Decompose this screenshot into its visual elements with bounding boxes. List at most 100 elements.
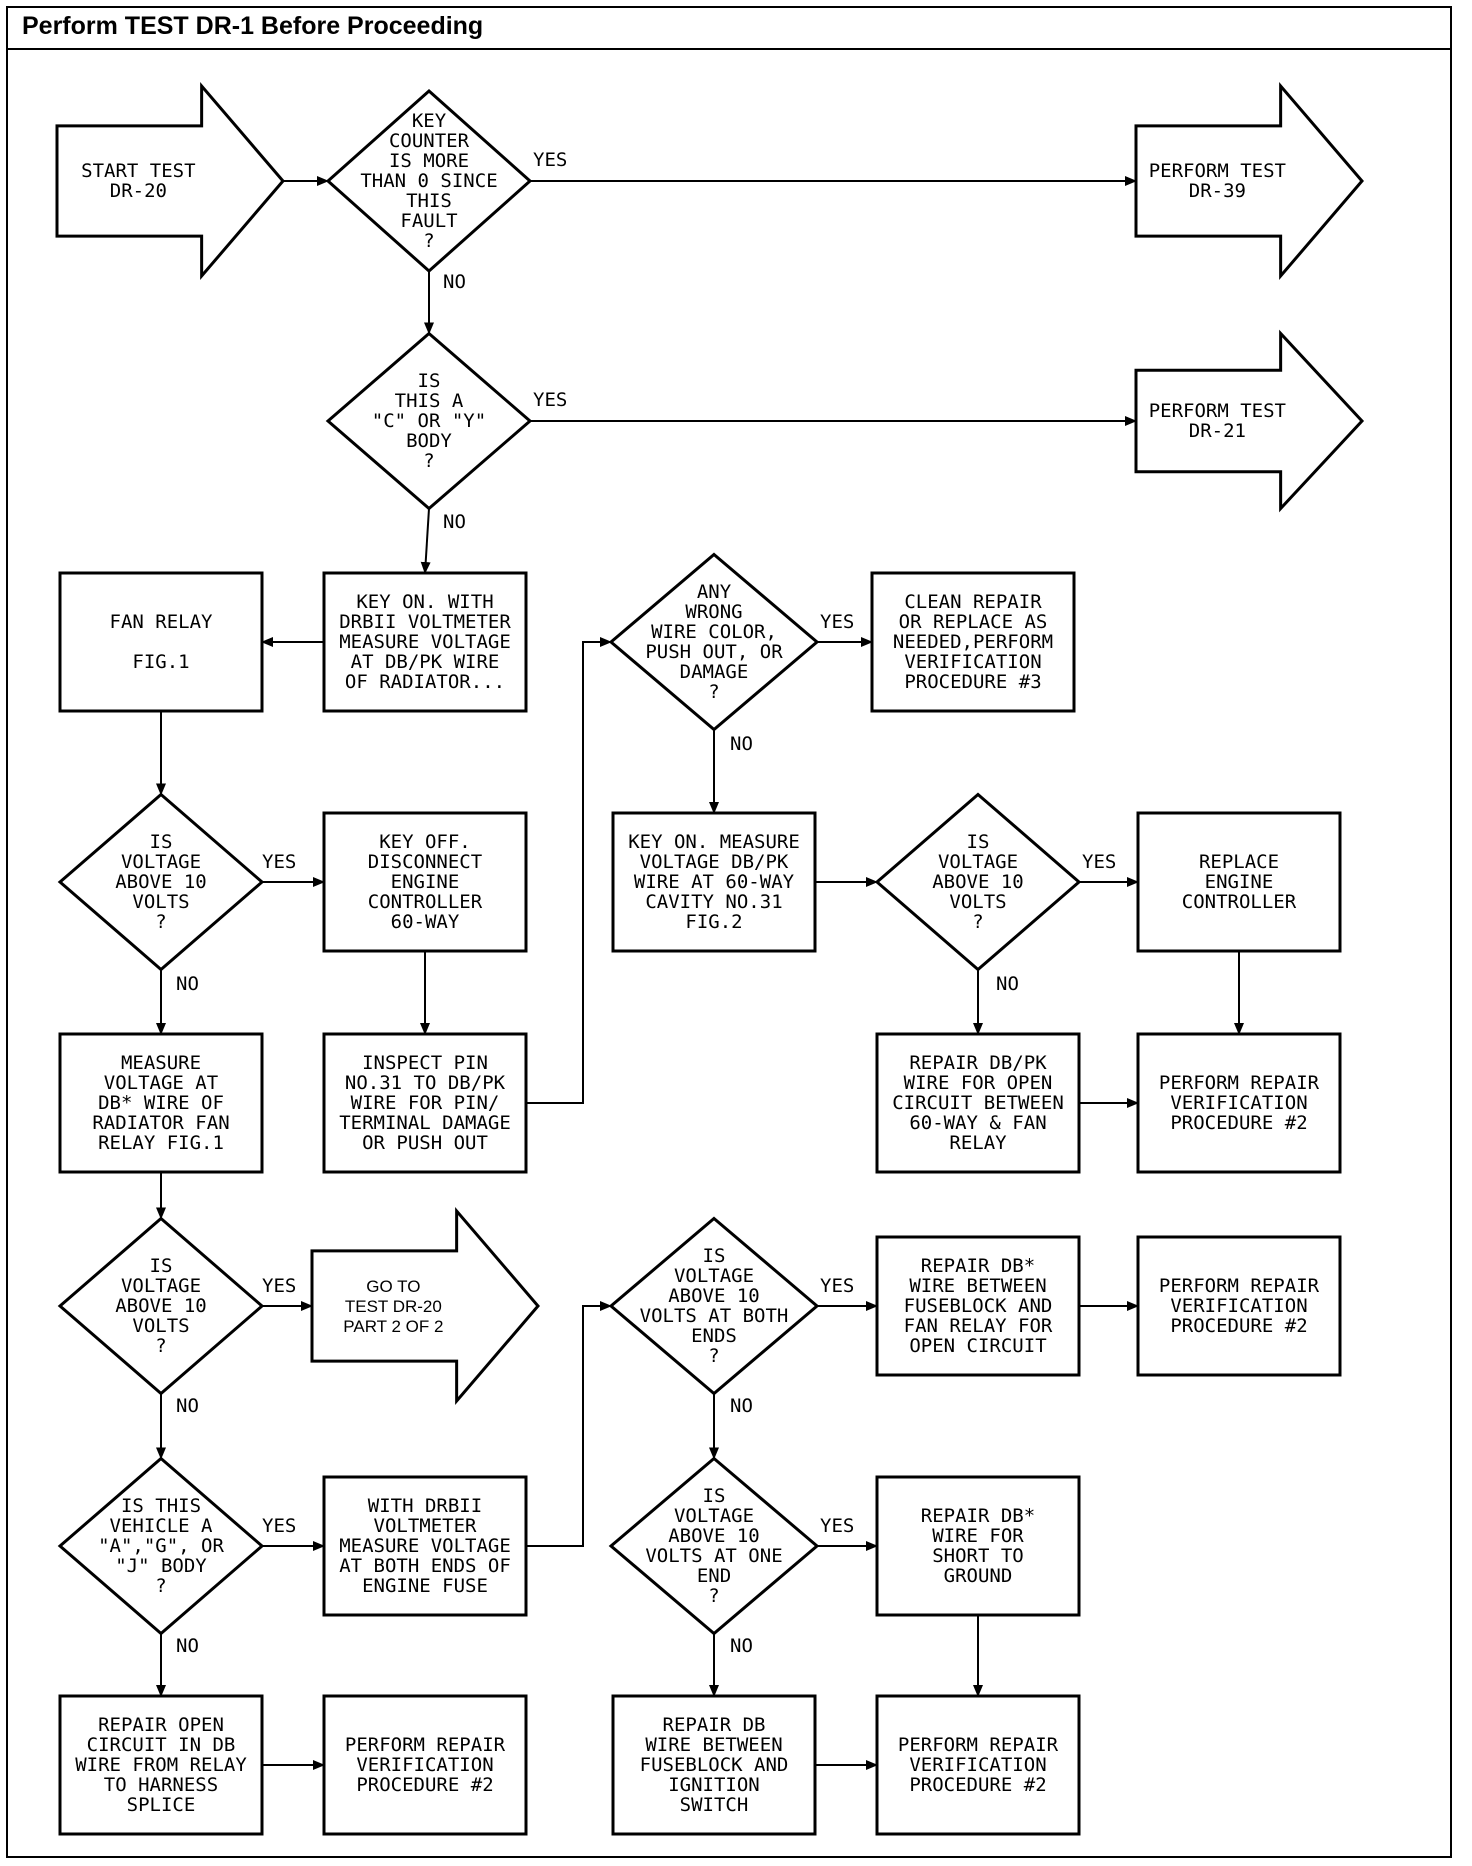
decision-diamond xyxy=(57,1456,265,1636)
connector-arrow xyxy=(526,637,612,1104)
node-label-line: THAN 0 SINCE xyxy=(360,170,497,192)
node-label-line: FAULT xyxy=(400,210,457,232)
node-label-line: ABOVE 10 xyxy=(932,871,1024,893)
node-label-line: KEY ON. WITH xyxy=(356,591,493,613)
node-label-line: ? xyxy=(155,1575,166,1597)
yes-label: YES xyxy=(262,1515,296,1537)
process-box xyxy=(322,571,528,713)
node-label-line: VERIFICATION xyxy=(904,651,1041,673)
node-label-line: PERFORM REPAIR xyxy=(345,1734,506,1756)
node-label-line: NO.31 TO DB/PK xyxy=(345,1072,506,1094)
node-label-line: VOLTAGE xyxy=(674,1505,754,1527)
node-label-line: MEASURE VOLTAGE xyxy=(339,631,511,653)
node-label-line: WIRE FROM RELAY xyxy=(75,1754,247,1776)
node-label-line: PUSH OUT, OR xyxy=(645,641,783,663)
node-label-line: ABOVE 10 xyxy=(115,871,207,893)
node-label-line: ? xyxy=(423,450,434,472)
yes-label: YES xyxy=(820,611,854,633)
node-label-line: IS xyxy=(418,370,441,392)
node-label-line: WIRE BETWEEN xyxy=(909,1275,1046,1297)
node-label-line: CAVITY NO.31 xyxy=(645,891,782,913)
node-label-line: ? xyxy=(155,1335,166,1357)
yes-label: YES xyxy=(820,1515,854,1537)
node-label-line: TERMINAL DAMAGE xyxy=(339,1112,511,1134)
node-label-line: 60-WAY xyxy=(391,911,460,933)
node-label-line: ENDS xyxy=(691,1325,737,1347)
decision-diamond xyxy=(57,1216,265,1396)
no-label: NO xyxy=(176,1635,199,1657)
terminal-arrow xyxy=(55,81,285,281)
process-box xyxy=(870,571,1076,713)
node-label-line: IS xyxy=(150,831,173,853)
process-box xyxy=(1136,811,1342,953)
process-box xyxy=(322,811,528,953)
node-label-line: GO TO xyxy=(366,1277,420,1296)
node-label-line: WIRE FOR PIN/ xyxy=(351,1092,500,1114)
outer-frame xyxy=(6,6,1452,1858)
no-label: NO xyxy=(443,511,466,533)
node-label-line: REPAIR DB xyxy=(663,1714,766,1736)
node-label-line: ? xyxy=(155,911,166,933)
node-label-line: CONTROLLER xyxy=(1182,891,1297,913)
no-label: NO xyxy=(443,271,466,293)
node-label-line: VERIFICATION xyxy=(356,1754,493,1776)
node-label-line: VOLTAGE xyxy=(938,851,1018,873)
node-label-line: DISCONNECT xyxy=(368,851,482,873)
process-box xyxy=(322,1032,528,1174)
node-label-line: FAN RELAY FOR xyxy=(904,1315,1053,1337)
process-box xyxy=(875,1475,1081,1617)
node-label-line: VEHICLE A xyxy=(110,1515,214,1537)
node-label-line: RELAY xyxy=(949,1132,1007,1154)
yes-label: YES xyxy=(533,149,567,171)
node-label-line: PART 2 OF 2 xyxy=(343,1317,443,1336)
terminal-arrow xyxy=(310,1206,540,1406)
node-label-line: "A","G", OR xyxy=(98,1535,224,1557)
node-label-line: ? xyxy=(972,911,983,933)
node-label-line: FUSEBLOCK AND xyxy=(640,1754,789,1776)
node-label-line: THIS A xyxy=(395,390,464,412)
node-label-line: PROCEDURE #3 xyxy=(904,671,1041,693)
node-label-line: VERIFICATION xyxy=(909,1754,1046,1776)
node-label-line: INSPECT PIN xyxy=(362,1052,488,1074)
node-label-line: IS xyxy=(703,1245,726,1267)
process-box xyxy=(875,1235,1081,1377)
process-box xyxy=(611,1694,817,1836)
node-label-line: ABOVE 10 xyxy=(115,1295,207,1317)
node-label-line: ENGINE FUSE xyxy=(362,1575,488,1597)
node-label-line: WITH DRBII xyxy=(368,1495,482,1517)
node-label-line: MEASURE VOLTAGE xyxy=(339,1535,511,1557)
node-label-line: NEEDED,PERFORM xyxy=(893,631,1053,653)
node-label-line: VOLTAGE DB/PK xyxy=(640,851,789,873)
node-label-line: FIG.2 xyxy=(685,911,742,933)
node-label-line: RADIATOR FAN xyxy=(92,1112,229,1134)
node-label-line: CIRCUIT IN DB xyxy=(87,1734,236,1756)
node-label-line: OF RADIATOR... xyxy=(345,671,505,693)
process-box xyxy=(875,1694,1081,1836)
node-label-line: DR-39 xyxy=(1189,180,1246,202)
node-label-line: REPLACE xyxy=(1199,851,1279,873)
node-label-line: SPLICE xyxy=(127,1794,196,1816)
node-label-line: FUSEBLOCK AND xyxy=(904,1295,1053,1317)
decision-diamond xyxy=(608,1456,820,1636)
node-label-line: CONTROLLER xyxy=(368,891,483,913)
node-label-line: DAMAGE xyxy=(680,661,749,683)
